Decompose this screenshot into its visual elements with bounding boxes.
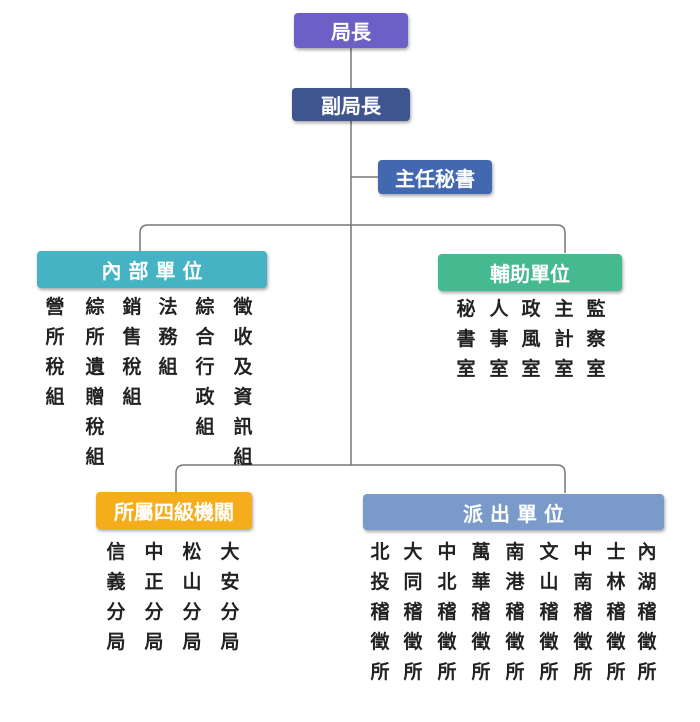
branch-unit-6: 中 南 稽 徵 所 xyxy=(573,541,593,683)
internal-unit-3: 法 務 組 xyxy=(158,296,178,378)
node-secretary-label: 主任秘書 xyxy=(395,166,475,191)
subordinate-unit-2: 松 山 分 局 xyxy=(182,541,202,653)
branch-unit-0: 北 投 稽 徵 所 xyxy=(370,541,390,683)
node-internal-units-label: 內 部 單 位 xyxy=(101,259,203,283)
support-unit-4: 監 察 室 xyxy=(586,298,606,380)
branch-unit-8: 內 湖 稽 徵 所 xyxy=(637,541,657,683)
node-internal-units: 內 部 單 位 xyxy=(37,251,267,288)
branch-unit-3: 萬 華 稽 徵 所 xyxy=(471,541,491,683)
support-unit-1: 人 事 室 xyxy=(489,298,509,380)
internal-unit-0: 營 所 稅 組 xyxy=(45,296,65,408)
node-director: 局長 xyxy=(294,13,408,48)
node-support-units: 輔助單位 xyxy=(438,254,622,291)
subordinate-unit-0: 信 義 分 局 xyxy=(106,541,126,653)
internal-unit-2: 銷 售 稅 組 xyxy=(122,296,142,408)
support-unit-3: 主 計 室 xyxy=(554,298,574,380)
internal-unit-4: 綜 合 行 政 組 xyxy=(195,296,215,438)
node-subordinate-agencies: 所屬四級機關 xyxy=(96,492,252,529)
connector-upper-branch xyxy=(139,224,566,253)
node-deputy: 副局長 xyxy=(292,88,410,121)
node-secretary: 主任秘書 xyxy=(378,160,492,194)
branch-unit-2: 中 北 稽 徵 所 xyxy=(437,541,457,683)
support-unit-0: 秘 書 室 xyxy=(456,298,476,380)
branch-unit-7: 士 林 稽 徵 所 xyxy=(606,541,626,683)
subordinate-unit-1: 中 正 分 局 xyxy=(144,541,164,653)
node-director-label: 局長 xyxy=(331,20,371,44)
node-deputy-label: 副局長 xyxy=(321,94,381,118)
branch-unit-1: 大 同 稽 徵 所 xyxy=(403,541,423,683)
subordinate-unit-3: 大 安 分 局 xyxy=(220,541,240,653)
node-branch-offices: 派 出 單 位 xyxy=(363,494,664,530)
branch-unit-5: 文 山 稽 徵 所 xyxy=(539,541,559,683)
internal-unit-1: 綜 所 遺 贈 稅 組 xyxy=(85,296,105,468)
connector-lower-branch xyxy=(175,464,566,493)
support-unit-2: 政 風 室 xyxy=(521,298,541,380)
node-subordinate-agencies-label: 所屬四級機關 xyxy=(114,500,234,524)
internal-unit-5: 徵 收 及 資 訊 組 xyxy=(233,296,253,468)
node-support-units-label: 輔助單位 xyxy=(490,262,570,286)
branch-unit-4: 南 港 稽 徵 所 xyxy=(505,541,525,683)
node-branch-offices-label: 派 出 單 位 xyxy=(463,501,564,526)
